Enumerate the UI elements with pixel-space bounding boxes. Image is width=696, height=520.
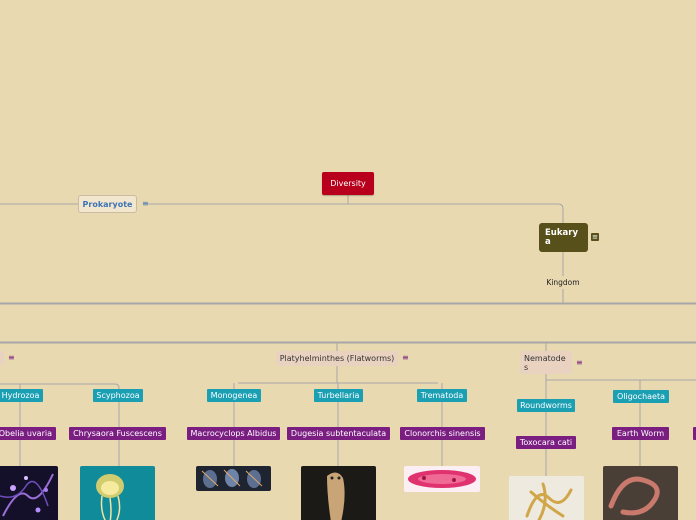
- class-node-trematoda[interactable]: Trematoda: [417, 389, 467, 402]
- eukaryote-node[interactable]: Eukary a: [539, 223, 588, 252]
- phylum-node-nematodes[interactable]: Nematode s: [520, 351, 572, 374]
- clonorchis-image: [404, 466, 480, 492]
- phylum-node-cnidaria-partial[interactable]: [0, 351, 4, 365]
- class-node-monogenea[interactable]: Monogenea: [207, 389, 261, 402]
- class-node-hydrozoa[interactable]: Hydrozoa: [0, 389, 43, 402]
- species-node-chrysaora[interactable]: Chrysaora Fuscescens: [69, 427, 166, 440]
- class-node-oligochaeta[interactable]: Oligochaeta: [613, 390, 669, 403]
- species-node-macrocyclops[interactable]: Macrocyclops Albidus: [187, 427, 280, 440]
- species-node-clonorchis[interactable]: Clonorchis sinensis: [400, 427, 485, 440]
- toxocara-image: [509, 476, 584, 520]
- chrysaora-image: [80, 466, 155, 520]
- species-node-toxocara[interactable]: Toxocara cati: [516, 436, 576, 449]
- class-node-roundworms[interactable]: Roundworms: [517, 399, 575, 412]
- prokaryote-node[interactable]: Prokaryote: [78, 195, 137, 213]
- root-node-diversity[interactable]: Diversity: [322, 172, 374, 195]
- species-node-partial-right[interactable]: [693, 427, 696, 440]
- kingdom-node[interactable]: Kingdom: [546, 278, 580, 287]
- notes-icon[interactable]: ≡: [402, 353, 409, 362]
- dugesia-image: [301, 466, 376, 520]
- class-node-turbellaria[interactable]: Turbellaria: [314, 389, 363, 402]
- earthworm-image: [603, 466, 678, 520]
- notes-icon[interactable]: ≡: [142, 199, 149, 208]
- species-node-dugesia[interactable]: Dugesia subtentaculata: [287, 427, 390, 440]
- notes-icon[interactable]: ≡: [8, 353, 15, 362]
- species-node-obelia[interactable]: Obelia uvaria: [0, 427, 56, 440]
- species-node-earthworm[interactable]: Earth Worm: [612, 427, 669, 440]
- notes-icon[interactable]: ≡: [591, 233, 599, 241]
- notes-icon[interactable]: ≡: [576, 358, 583, 367]
- obelia-image: [0, 466, 58, 520]
- macrocyclops-image: [196, 466, 271, 491]
- class-node-scyphozoa[interactable]: Scyphozoa: [93, 389, 143, 402]
- phylum-node-platyhelminthes[interactable]: Platyhelminthes (Flatworms): [276, 351, 398, 366]
